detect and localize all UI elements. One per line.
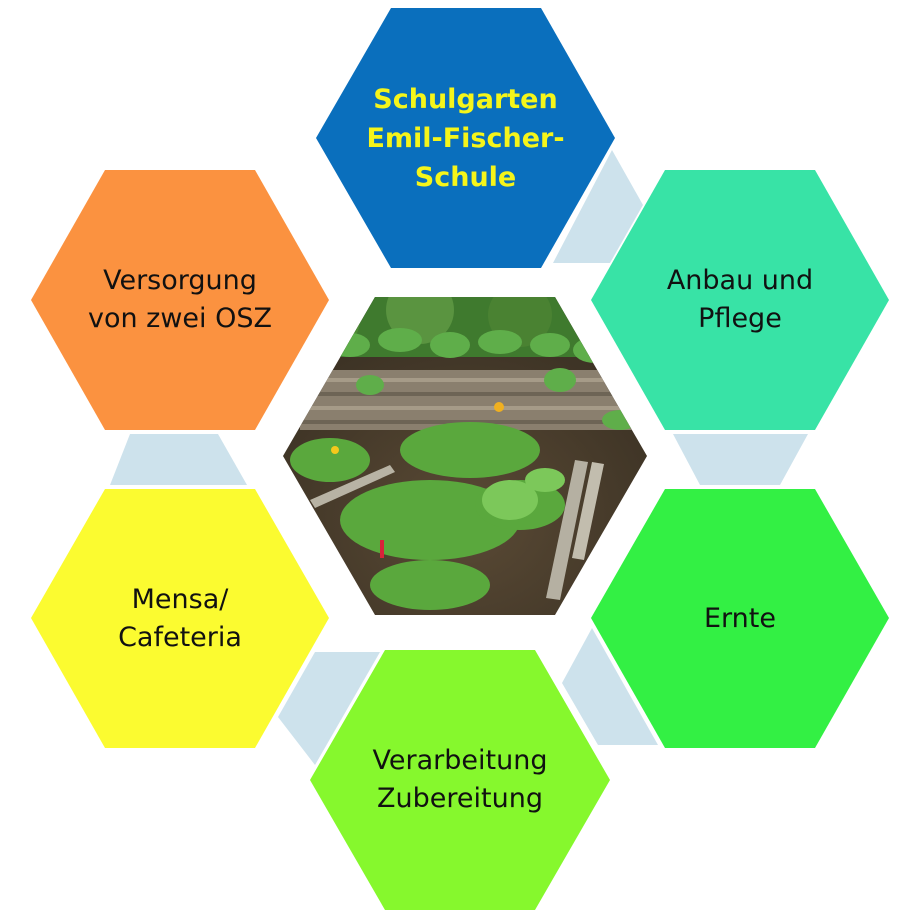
connector-anbau-ernte bbox=[673, 434, 808, 485]
hexagon-versorgung bbox=[31, 170, 329, 430]
hexagon-mensa bbox=[31, 489, 329, 748]
hexagon-schulgarten bbox=[316, 8, 615, 268]
hexagon-anbau bbox=[591, 170, 889, 430]
label-versorgung: Versorgung von zwei OSZ bbox=[87, 265, 273, 334]
hexagon-ernte bbox=[591, 489, 889, 748]
connector-schulgarten-anbau bbox=[553, 150, 643, 263]
connector-verarbeitung-mensa bbox=[278, 652, 380, 765]
hexagon-verarbeitung bbox=[310, 650, 610, 910]
connector-mensa-versorgung bbox=[110, 434, 247, 485]
label-verarbeitung-zubereitung: Verarbeitung Zubereitung bbox=[372, 745, 548, 814]
label-anbau-pflege: Anbau und Pflege bbox=[666, 265, 814, 334]
label-ernte: Ernte bbox=[704, 602, 776, 634]
connectors bbox=[110, 150, 808, 765]
label-mensa-cafeteria: Mensa/ Cafeteria bbox=[118, 583, 242, 653]
connector-ernte-verarbeitung bbox=[562, 628, 658, 745]
label-schulgarten: Schulgarten Emil-Fischer- Schule bbox=[366, 83, 565, 193]
